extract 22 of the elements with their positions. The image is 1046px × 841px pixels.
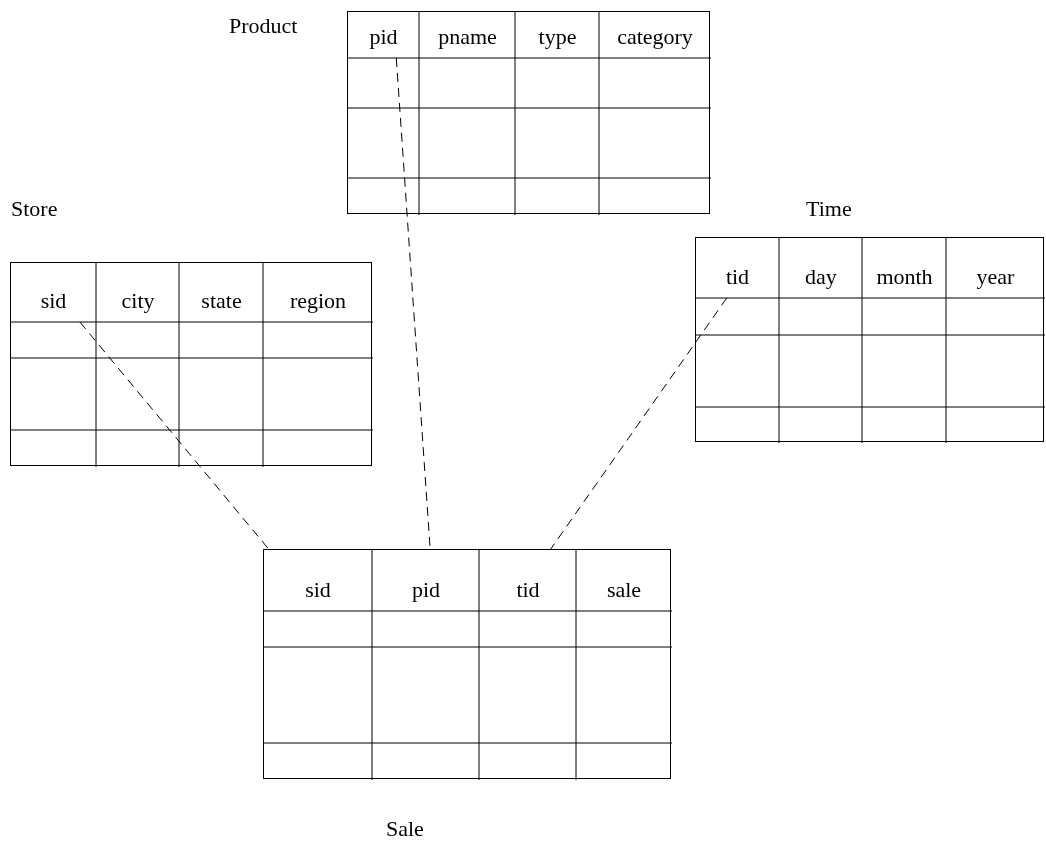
column-header: month (876, 264, 933, 290)
dashed-connector (79, 321, 270, 551)
column-header: region (289, 288, 347, 314)
column-header: pid (411, 577, 441, 603)
table-title: Time (806, 196, 852, 222)
table-title: Store (11, 196, 58, 222)
column-header: year (976, 264, 1015, 290)
column-header: pname (438, 24, 497, 50)
column-header: tid (516, 577, 540, 603)
column-header: city (121, 288, 155, 314)
table-title: Sale (386, 816, 424, 841)
table-title: Product (229, 13, 298, 39)
column-header: sid (305, 577, 331, 603)
column-header: day (805, 264, 837, 290)
column-header: state (201, 288, 242, 314)
column-header: category (617, 24, 693, 50)
column-header: pid (369, 24, 398, 50)
column-header: type (538, 24, 577, 50)
column-header: sid (40, 288, 67, 314)
column-header: tid (725, 264, 750, 290)
dashed-connector (549, 297, 728, 551)
column-header: sale (606, 577, 642, 603)
